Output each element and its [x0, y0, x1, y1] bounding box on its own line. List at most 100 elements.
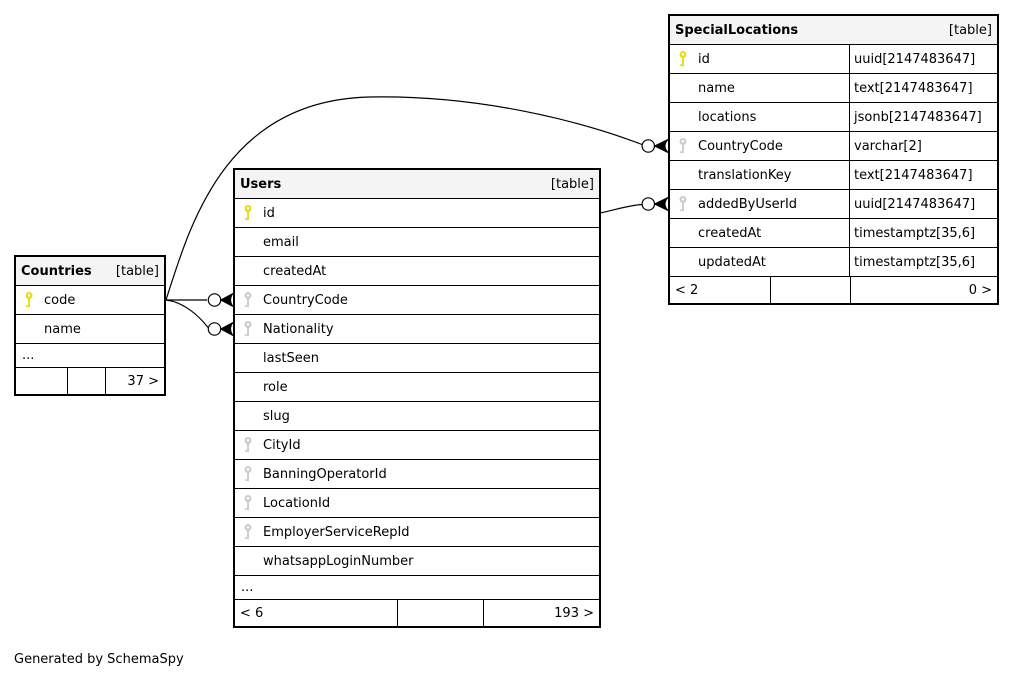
column-name-cell: id [235, 199, 599, 227]
table-badge: [table] [948, 22, 992, 38]
foreign-key-icon [244, 524, 252, 540]
column-type-cell: timestamptz[35,6] [854, 254, 976, 270]
foreign-key-icon [244, 292, 252, 308]
column-row-id: id [235, 199, 599, 228]
pager-center-cell [68, 368, 106, 394]
primary-key-icon [25, 292, 33, 308]
column-name-cell: updatedAt [670, 248, 850, 276]
column-name-cell: addedByUserId [670, 190, 850, 218]
pager-row: < 6 193 > [235, 600, 599, 626]
table-header-users[interactable]: Users [table] [235, 170, 599, 199]
column-row-Nationality: Nationality [235, 315, 599, 344]
column-type-cell: jsonb[2147483647] [854, 109, 982, 125]
pager-center-cell [398, 600, 484, 626]
column-type-cell: uuid[2147483647] [854, 51, 976, 67]
column-name-label: createdAt [698, 225, 762, 241]
table-header-countries[interactable]: Countries [table] [16, 257, 164, 286]
column-name-label: name [698, 80, 735, 96]
column-name-label: locations [698, 109, 757, 125]
column-name-cell: EmployerServiceRepId [235, 518, 599, 546]
column-row-role: role [235, 373, 599, 402]
column-row-code: code [16, 286, 164, 315]
crows-foot-marker [219, 293, 234, 307]
pager-left-cell: < 2 [670, 277, 771, 303]
column-row-name: name [16, 315, 164, 344]
column-name-label: CountryCode [698, 138, 783, 154]
column-name-cell: createdAt [670, 219, 850, 247]
foreign-key-icon [679, 196, 687, 212]
column-row-createdAt: createdAt timestamptz[35,6] [670, 219, 997, 248]
pager-right-cell: 37 > [127, 373, 159, 389]
zero-or-one-circle-marker [641, 139, 656, 153]
table-node-users: Users [table] id email createdAt CountryCo… [233, 168, 601, 628]
column-name-cell: LocationId [235, 489, 599, 517]
edge-Countries.code-to-Users.CountryCode [166, 293, 234, 307]
column-name-label: whatsappLoginNumber [263, 553, 414, 569]
column-name-cell: ... [16, 344, 164, 367]
foreign-key-icon [244, 495, 252, 511]
column-type-cell: varchar[2] [854, 138, 922, 154]
column-name-cell: locations [670, 103, 850, 131]
column-row-slug: slug [235, 402, 599, 431]
column-row-id: id uuid[2147483647] [670, 45, 997, 74]
column-name-cell: code [16, 286, 164, 314]
column-name-label: role [263, 379, 288, 395]
crows-foot-marker [653, 197, 669, 211]
pager-row: 37 > [16, 368, 164, 394]
column-row-BanningOperatorId: BanningOperatorId [235, 460, 599, 489]
column-name-label: id [263, 205, 275, 221]
column-name-cell: name [16, 315, 164, 343]
column-name-label: CountryCode [263, 292, 348, 308]
column-name-label: EmployerServiceRepId [263, 524, 410, 540]
column-row-lastSeen: lastSeen [235, 344, 599, 373]
column-name-label: translationKey [698, 167, 792, 183]
edge-line [599, 203, 643, 214]
column-row-EmployerServiceRepId: EmployerServiceRepId [235, 518, 599, 547]
table-header-speciallocations[interactable]: SpecialLocations [table] [670, 16, 997, 45]
column-type-cell: text[2147483647] [854, 167, 973, 183]
ellipsis-row: ... [235, 576, 599, 600]
zero-or-one-circle-marker [207, 322, 222, 336]
column-name-cell: email [235, 228, 599, 256]
column-row-CountryCode: CountryCode varchar[2] [670, 132, 997, 161]
primary-key-icon [679, 51, 687, 67]
table-title: Countries [21, 263, 92, 279]
table-title: SpecialLocations [675, 22, 799, 38]
column-name-cell: id [670, 45, 850, 73]
column-name-cell: ... [235, 576, 599, 599]
column-row-createdAt: createdAt [235, 257, 599, 286]
column-row-email: email [235, 228, 599, 257]
pager-row: < 2 0 > [670, 277, 997, 303]
column-name-label: lastSeen [263, 350, 319, 366]
edge-line [165, 96, 643, 301]
column-name-cell: CityId [235, 431, 599, 459]
crows-foot-marker [219, 322, 234, 336]
column-name-cell: createdAt [235, 257, 599, 285]
column-name-label: ... [22, 348, 35, 363]
zero-or-one-circle-marker [641, 197, 656, 211]
crows-foot-marker [653, 139, 669, 153]
table-badge: [table] [550, 176, 594, 192]
column-name-label: createdAt [263, 263, 327, 279]
column-row-whatsappLoginNumber: whatsappLoginNumber [235, 547, 599, 576]
pager-left-cell [16, 368, 68, 394]
column-name-cell: lastSeen [235, 344, 599, 372]
column-row-translationKey: translationKey text[2147483647] [670, 161, 997, 190]
ellipsis-row: ... [16, 344, 164, 368]
column-row-locations: locations jsonb[2147483647] [670, 103, 997, 132]
column-name-label: id [698, 51, 710, 67]
primary-key-icon [244, 205, 252, 221]
foreign-key-icon [244, 437, 252, 453]
column-name-cell: CountryCode [235, 286, 599, 314]
column-type-cell: timestamptz[35,6] [854, 225, 976, 241]
generated-by-note: Generated by SchemaSpy [14, 652, 184, 667]
pager-left-cell: < 6 [235, 600, 398, 626]
column-name-label: slug [263, 408, 290, 424]
column-name-cell: translationKey [670, 161, 850, 189]
column-row-CountryCode: CountryCode [235, 286, 599, 315]
